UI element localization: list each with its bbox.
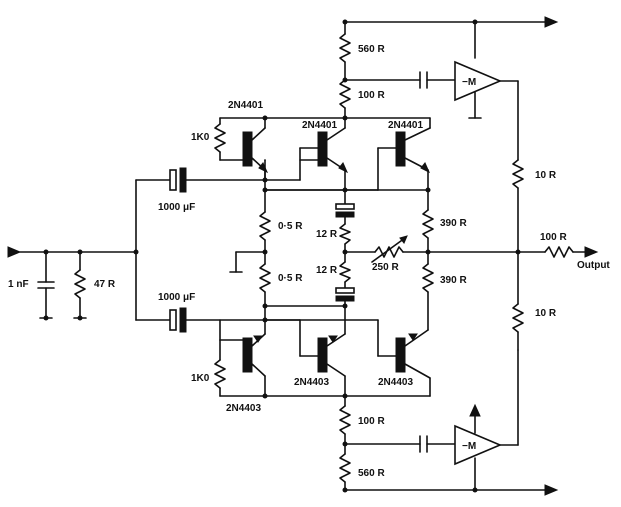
transistor-q2-2n4401 <box>317 131 328 167</box>
resistor-1k0-bottom <box>214 359 226 389</box>
transistor-q1-2n4401 <box>242 131 253 167</box>
top-inverting-amplifier: −M <box>454 60 519 161</box>
bottom-bias-column <box>339 393 351 491</box>
resistor-0-5r-bottom <box>259 263 271 293</box>
bottom-inverting-amplifier: −M <box>454 349 519 466</box>
label-q-top-left: 2N4401 <box>228 100 263 111</box>
top-transistor-stage <box>214 115 431 213</box>
label-250r: 250 R <box>372 262 399 273</box>
bottom-supply-rail <box>342 457 559 496</box>
label-1k0-bottom: 1K0 <box>191 373 210 384</box>
label-1000uf-bottom: 1000 μF <box>158 292 195 303</box>
resistor-560r-bottom <box>339 453 351 483</box>
bottom-amp-coupling <box>344 435 456 453</box>
center-bias-ladder <box>229 187 434 331</box>
trimmer-250r <box>374 246 404 258</box>
label-q-bottom-right: 2N4403 <box>378 377 413 388</box>
label-390r-top: 390 R <box>440 218 467 229</box>
label-390r-bottom: 390 R <box>440 275 467 286</box>
label-10r-top: 10 R <box>535 170 557 181</box>
bottom-transistor-stage <box>214 305 431 399</box>
label-560r-top: 560 R <box>358 44 385 55</box>
transistor-q3-2n4401 <box>395 131 406 167</box>
label-q-bottom-mid: 2N4403 <box>294 377 329 388</box>
label-q-top-right: 2N4401 <box>388 120 423 131</box>
resistor-0-5r-top <box>259 211 271 241</box>
amp-top-label: −M <box>462 77 476 88</box>
label-100r-bottom: 100 R <box>358 416 385 427</box>
label-q-bottom-left: 2N4403 <box>226 403 261 414</box>
resistor-12r-bottom <box>339 261 351 283</box>
resistor-100r-top <box>339 79 351 109</box>
label-1000uf-top: 1000 μF <box>158 202 195 213</box>
resistor-47r <box>74 269 86 299</box>
label-100r-output: 100 R <box>540 232 567 243</box>
input-network <box>7 179 171 321</box>
output-summing-network <box>427 159 599 351</box>
resistor-12r-top <box>339 223 351 245</box>
label-100r-top: 100 R <box>358 90 385 101</box>
resistor-100r-output <box>544 246 574 258</box>
component-labels: 560 R 100 R 2N4401 2N4401 2N4401 1K0 100… <box>8 44 610 479</box>
label-47r: 47 R <box>94 279 116 290</box>
resistor-390r-bottom <box>422 263 434 293</box>
label-10r-bottom: 10 R <box>535 308 557 319</box>
top-bias-column <box>339 21 351 121</box>
transistor-q5-2n4403 <box>317 337 328 373</box>
label-0-5r-top: 0·5 R <box>278 221 303 232</box>
resistor-560r-top <box>339 33 351 63</box>
resistor-10r-bottom <box>512 303 524 333</box>
label-0-5r-bottom: 0·5 R <box>278 273 303 284</box>
label-12r-bottom: 12 R <box>316 265 338 276</box>
resistor-10r-top <box>512 159 524 189</box>
label-1nf: 1 nF <box>8 279 29 290</box>
top-amp-coupling <box>344 71 456 89</box>
amp-bottom-label: −M <box>462 441 476 452</box>
top-supply-rail <box>342 16 559 59</box>
label-560r-bottom: 560 R <box>358 468 385 479</box>
transistor-q6-2n4403 <box>395 337 406 373</box>
label-12r-top: 12 R <box>316 229 338 240</box>
resistor-390r-top <box>422 209 434 239</box>
capacitor-1000uf-top <box>169 167 301 193</box>
label-q-top-mid: 2N4401 <box>302 120 337 131</box>
label-1k0-top: 1K0 <box>191 132 210 143</box>
resistor-100r-bottom <box>339 405 351 435</box>
transistor-q4-2n4403 <box>242 337 253 373</box>
label-output: Output <box>577 260 610 271</box>
resistor-1k0-top <box>214 123 226 153</box>
